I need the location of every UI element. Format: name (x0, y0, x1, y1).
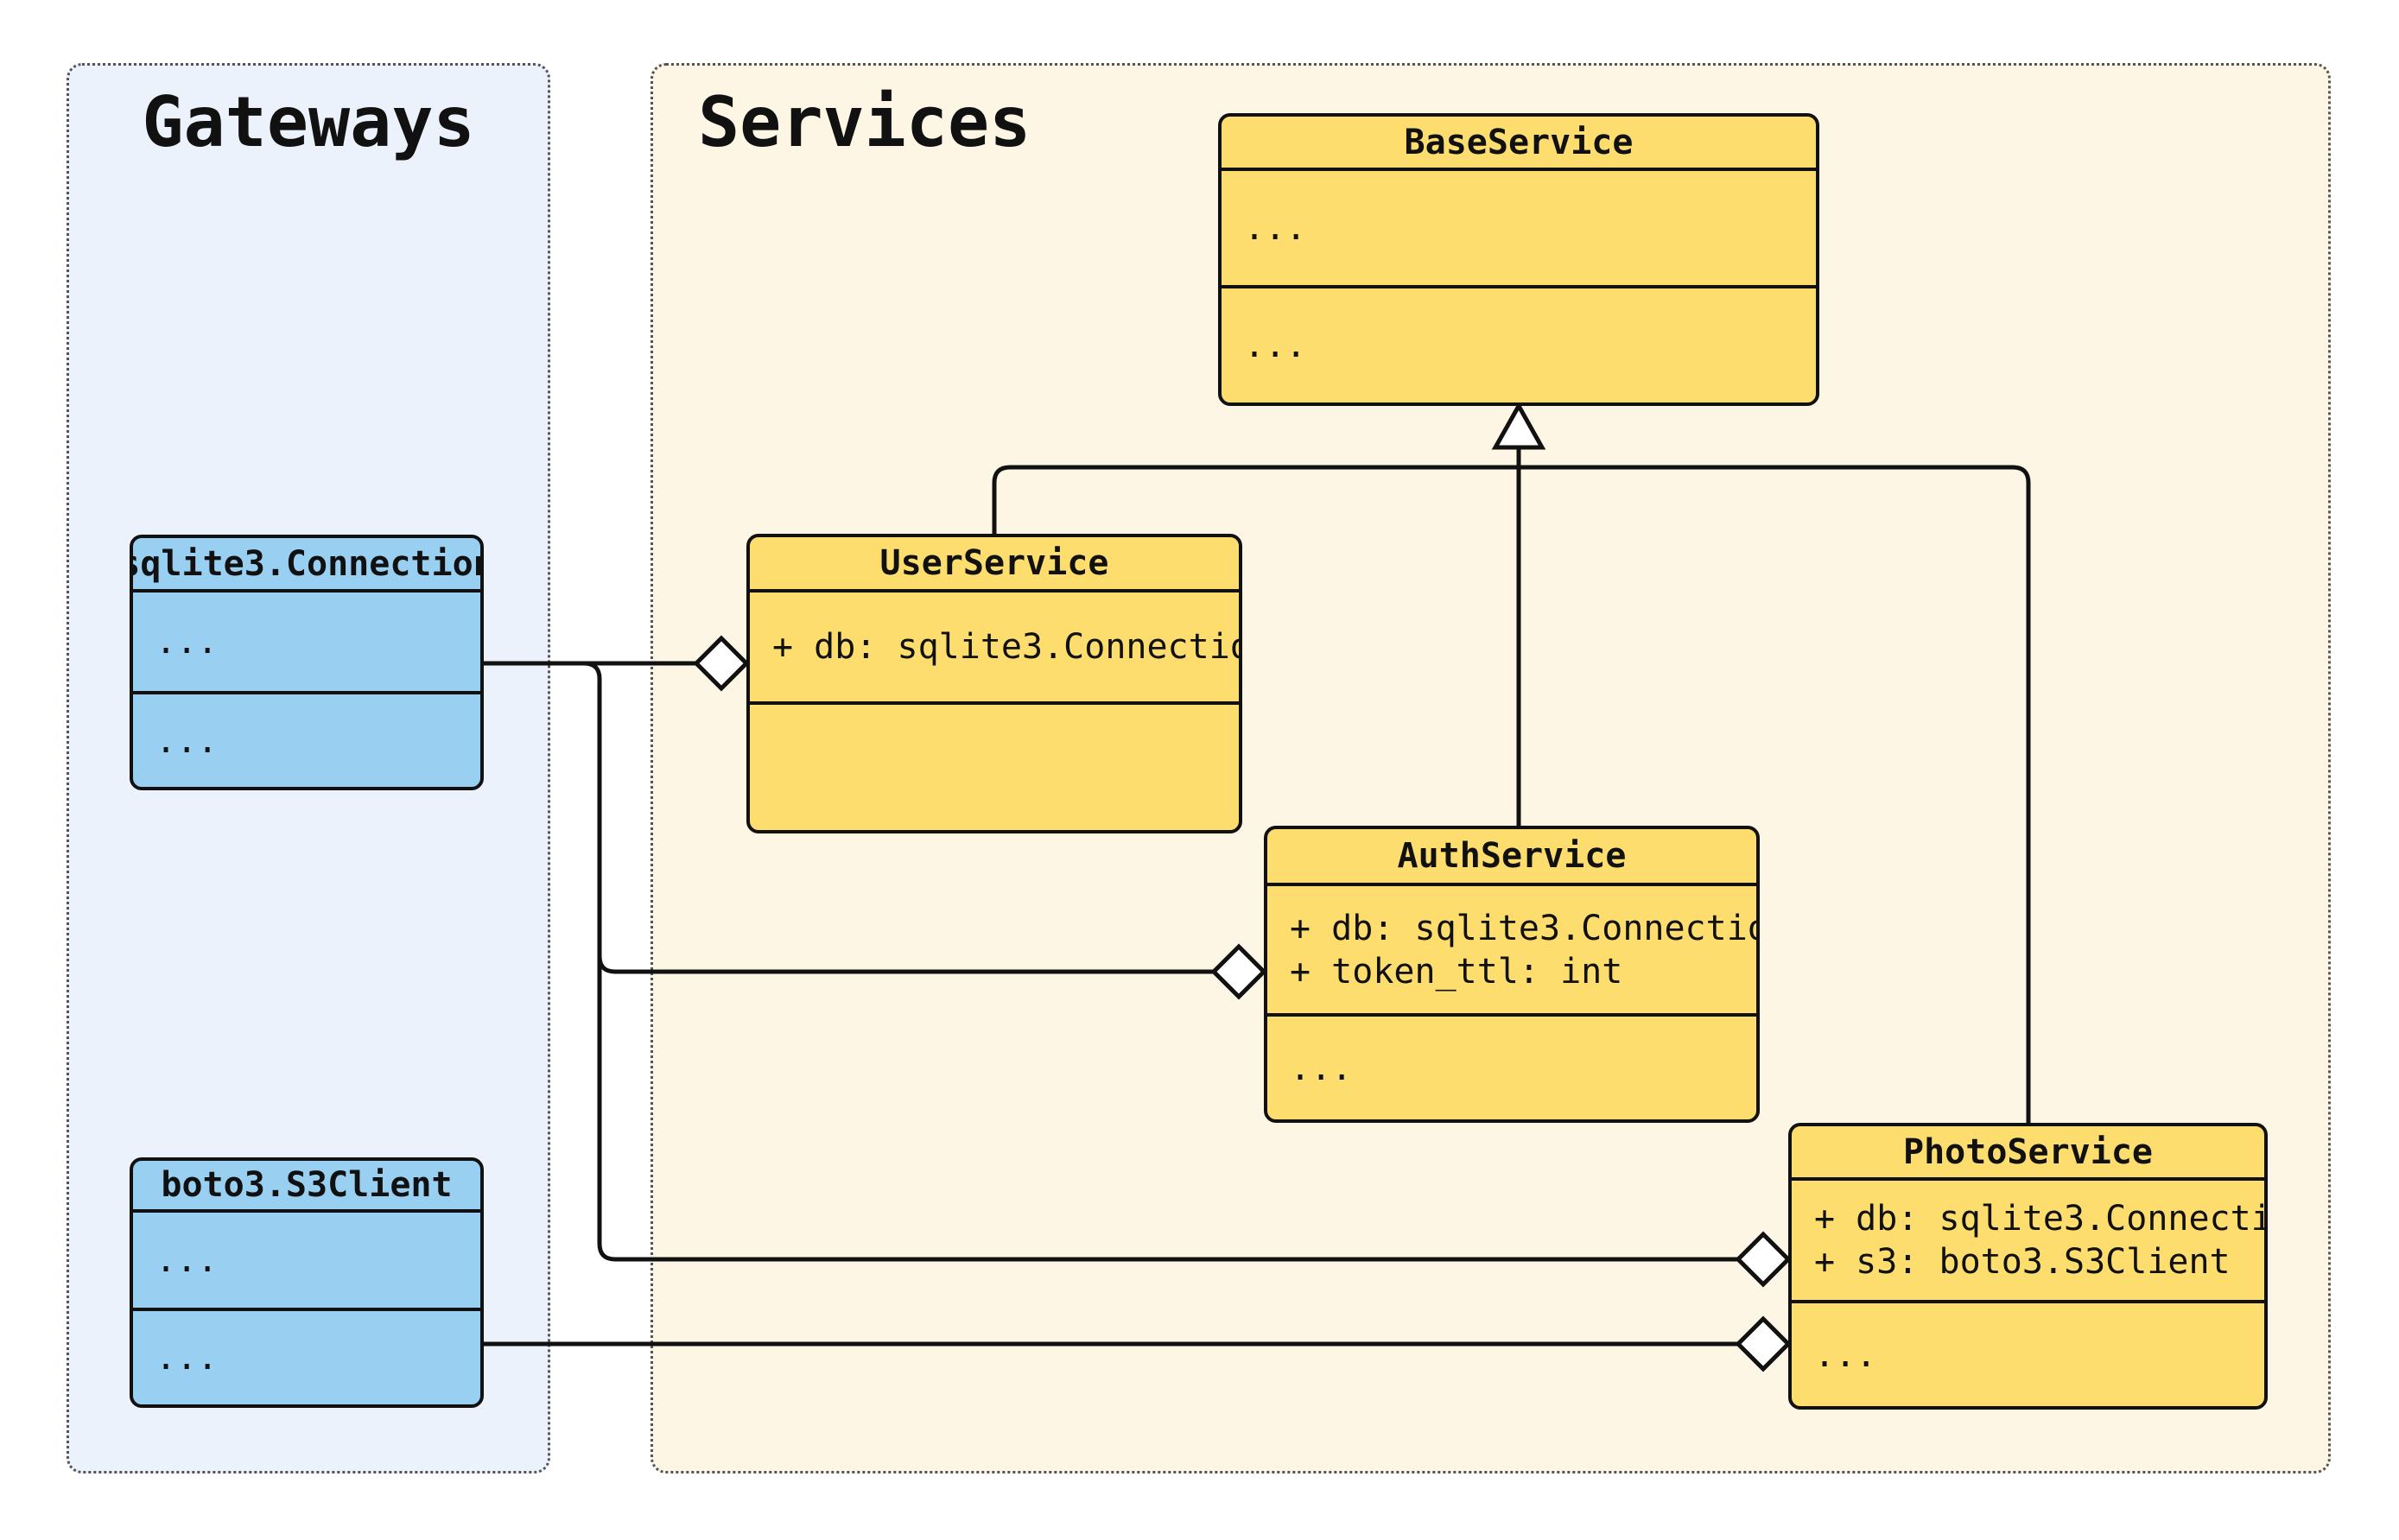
attribute-line: + s3: boto3.S3Client (1814, 1242, 2231, 1282)
methods-section: ... (133, 1308, 480, 1404)
method-line: ... (155, 1338, 219, 1378)
class-name: boto3.S3Client (161, 1165, 453, 1205)
attributes-section: + db: sqlite3.Connection + s3: boto3.S3C… (1792, 1177, 2264, 1300)
class-name: BaseService (1404, 122, 1634, 162)
class-box-boto3-s3client: boto3.S3Client ... ... (130, 1157, 484, 1408)
methods-section: ... (133, 691, 480, 787)
attribute-line: ... (155, 622, 219, 662)
methods-section: ... (1222, 285, 1816, 402)
attribute-line: ... (155, 1240, 219, 1280)
attributes-section: ... (1222, 168, 1816, 285)
class-box-baseservice: BaseService ... ... (1218, 113, 1819, 406)
attributes-section: + db: sqlite3.Connection (750, 589, 1239, 701)
gateways-panel-title: Gateways (142, 82, 475, 162)
attributes-section: + db: sqlite3.Connection + token_ttl: in… (1267, 883, 1756, 1013)
class-name: UserService (879, 543, 1109, 583)
attribute-line: + db: sqlite3.Connection (772, 627, 1242, 667)
class-box-userservice: UserService + db: sqlite3.Connection (746, 534, 1242, 833)
class-box-sqlite3-connection: sqlite3.Connection ... ... (130, 535, 484, 790)
method-line: ... (1290, 1048, 1353, 1088)
methods-section (750, 701, 1239, 830)
attribute-line: ... (1244, 208, 1307, 248)
methods-section: ... (1792, 1300, 2264, 1406)
attribute-line: + token_ttl: int (1290, 951, 1623, 992)
method-line: ... (155, 720, 219, 761)
class-name: PhotoService (1903, 1131, 2153, 1172)
class-name: sqlite3.Connection (130, 543, 484, 584)
class-box-photoservice: PhotoService + db: sqlite3.Connection + … (1788, 1123, 2268, 1410)
method-line: ... (1814, 1334, 1877, 1375)
attributes-section: ... (133, 1209, 480, 1308)
attribute-line: + db: sqlite3.Connection (1290, 908, 1760, 948)
method-line: ... (1244, 326, 1307, 365)
class-box-authservice: AuthService + db: sqlite3.Connection + t… (1264, 826, 1760, 1123)
class-name: AuthService (1397, 836, 1627, 876)
services-panel-title: Services (698, 82, 1031, 162)
attributes-section: ... (133, 589, 480, 691)
methods-section: ... (1267, 1013, 1756, 1119)
attribute-line: + db: sqlite3.Connection (1814, 1199, 2268, 1239)
